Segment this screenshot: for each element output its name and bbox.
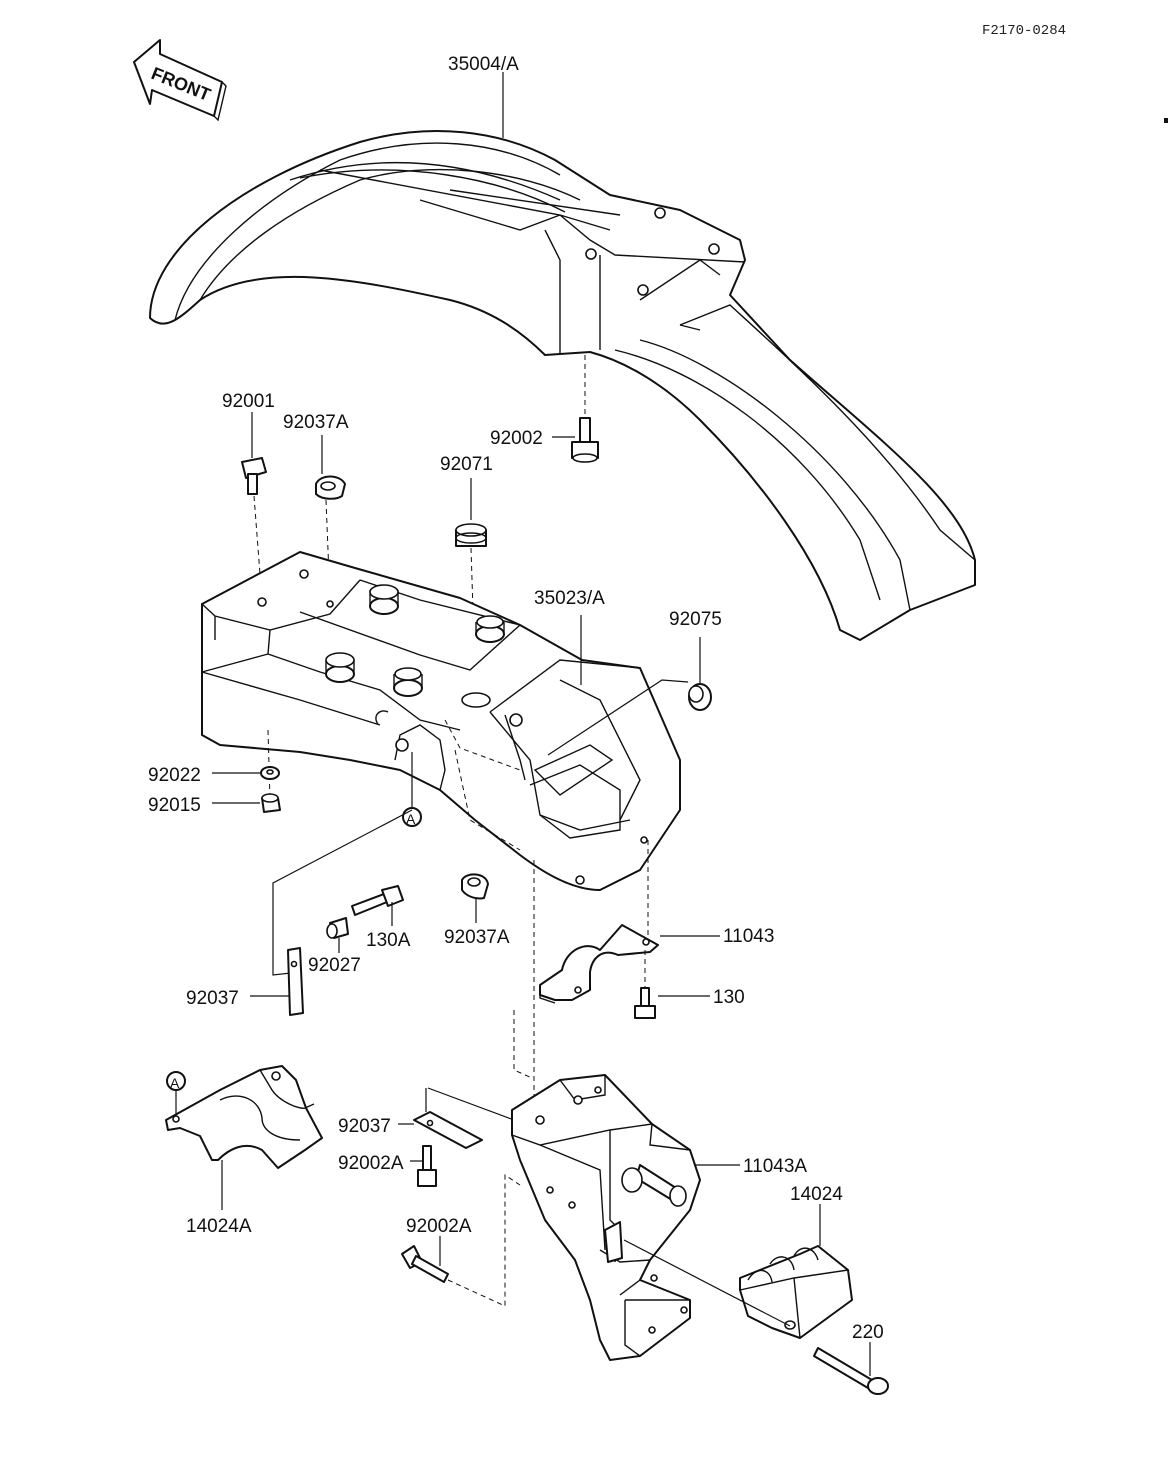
label-92037a-bottom: 92037A — [444, 927, 510, 948]
label-92071: 92071 — [440, 454, 493, 475]
washer-92022 — [260, 766, 280, 780]
label-92075: 92075 — [669, 609, 722, 630]
bolt-130 — [634, 950, 656, 1019]
label-11043a: 11043A — [743, 1156, 807, 1177]
cover-14024a — [165, 1065, 323, 1169]
bolt-92002 — [571, 355, 599, 463]
label-11043: 11043 — [723, 926, 774, 947]
label-92002: 92002 — [490, 428, 543, 449]
bolt-92002a-upper — [417, 1145, 437, 1187]
rear-fender — [149, 130, 976, 641]
clamp-92037a-bottom — [461, 873, 489, 900]
mount-hole — [708, 243, 720, 255]
label-92001: 92001 — [222, 391, 275, 412]
label-92002a-lower: 92002A — [406, 1216, 472, 1237]
label-92037-left: 92037 — [186, 988, 239, 1009]
grommet-hole — [461, 692, 491, 708]
collar-92027 — [326, 917, 349, 939]
label-35023a: 35023/A — [534, 588, 605, 609]
clamp-92037-left — [287, 947, 304, 1016]
label-130a: 130A — [366, 930, 411, 951]
bracket-11043 — [539, 924, 659, 1004]
label-130: 130 — [713, 987, 745, 1008]
mount-boss — [393, 667, 423, 697]
label-220: 220 — [852, 1322, 884, 1343]
bracket-11043a — [511, 1074, 701, 1361]
bolt-92001 — [241, 457, 267, 601]
diagram-code: F2170-0284 — [982, 23, 1066, 39]
clamp-92037-mid — [413, 1111, 483, 1149]
grommet-92075 — [688, 683, 712, 711]
label-14024: 14024 — [790, 1184, 843, 1205]
label-92002a-upper: 92002A — [338, 1153, 404, 1174]
label-92015: 92015 — [148, 795, 201, 816]
label-92027: 92027 — [308, 955, 361, 976]
screw-220 — [813, 1347, 889, 1395]
mount-collar — [621, 1164, 687, 1207]
mount-boss — [325, 652, 355, 683]
reflector-14024 — [739, 1245, 853, 1339]
label-92037a-top: 92037A — [283, 412, 349, 433]
fender-flap — [201, 551, 681, 891]
label-92022: 92022 — [148, 765, 201, 786]
mount-hole — [654, 207, 666, 219]
label-14024a: 14024A — [186, 1216, 252, 1237]
bolt-130a — [351, 885, 404, 916]
mount-boss — [369, 584, 399, 615]
label-35004a: 35004/A — [448, 54, 519, 75]
ref-marker-a-label: A — [406, 811, 416, 827]
clamp-92037a-top — [315, 475, 346, 601]
bolt-92002a-lower — [401, 1245, 449, 1283]
edge-mark — [1164, 118, 1168, 123]
mount-boss — [475, 615, 505, 643]
mount-hole — [637, 284, 649, 296]
mount-hole — [585, 248, 597, 260]
nut-92015 — [261, 793, 281, 813]
label-92037-mid: 92037 — [338, 1116, 391, 1137]
front-arrow-icon: FRONT — [133, 39, 227, 122]
ref-marker-a2-label: A — [170, 1075, 180, 1091]
